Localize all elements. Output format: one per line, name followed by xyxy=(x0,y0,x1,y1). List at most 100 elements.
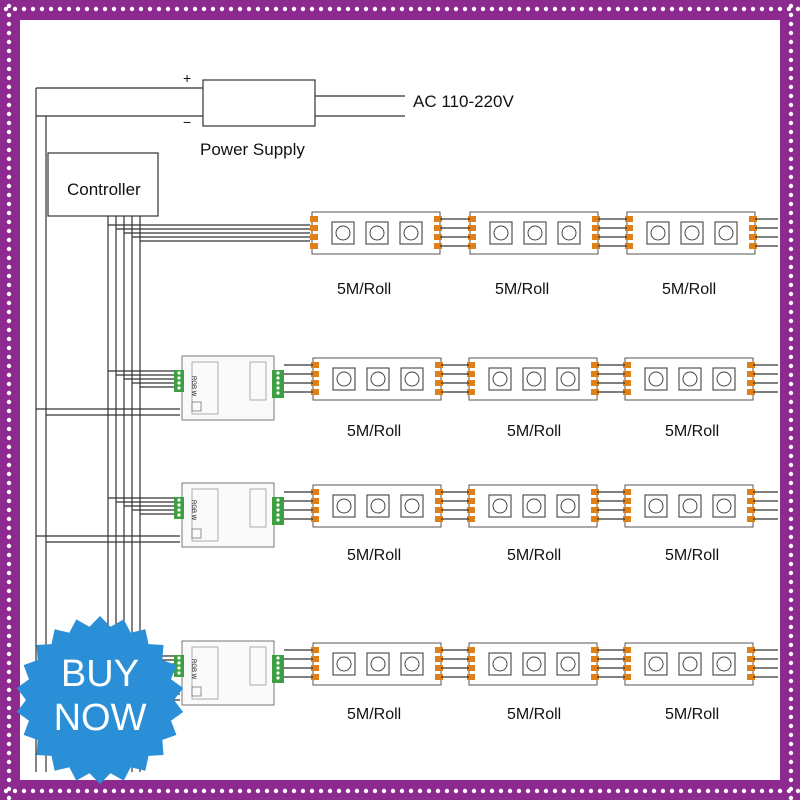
frame-dot xyxy=(6,534,12,540)
led-strip-7 xyxy=(311,484,443,528)
frame-dot xyxy=(788,570,794,576)
frame-dot xyxy=(489,788,495,794)
amplifier-3 xyxy=(181,640,275,706)
solder-pad xyxy=(623,665,631,671)
frame-dot xyxy=(408,6,414,12)
frame-dot xyxy=(788,642,794,648)
roll-label-r2-s2: 5M/Roll xyxy=(507,423,562,440)
frame-dot xyxy=(102,6,108,12)
solder-pad xyxy=(591,507,599,513)
frame-dot xyxy=(66,788,72,794)
frame-dot xyxy=(6,642,12,648)
frame-dot xyxy=(6,498,12,504)
frame-dot xyxy=(788,345,794,351)
minus-label: − xyxy=(183,114,192,130)
terminal-screw xyxy=(276,386,280,390)
frame-dot xyxy=(192,6,198,12)
frame-dot xyxy=(6,282,12,288)
amplifier-output-panel xyxy=(249,646,267,686)
roll-label-r3-s3: 5M/Roll xyxy=(665,547,720,564)
frame-dot xyxy=(788,624,794,630)
solder-pad xyxy=(435,380,443,386)
frame-dot xyxy=(6,354,12,360)
frame-dot xyxy=(6,435,12,441)
frame-dot xyxy=(282,6,288,12)
frame-dot xyxy=(788,768,794,774)
solder-pad xyxy=(747,489,755,495)
frame-dot xyxy=(336,788,342,794)
frame-dot xyxy=(120,788,126,794)
frame-dot xyxy=(525,788,531,794)
frame-dot xyxy=(6,93,12,99)
power-supply-label: Power Supply xyxy=(200,140,305,159)
frame-left xyxy=(0,0,20,800)
led-lens xyxy=(492,498,508,514)
frame-dot xyxy=(219,6,225,12)
frame-dot xyxy=(788,714,794,720)
frame-dot xyxy=(390,788,396,794)
frame-dot xyxy=(788,102,794,108)
terminal-screw xyxy=(177,513,181,517)
frame-dot xyxy=(6,66,12,72)
frame-dot xyxy=(6,129,12,135)
frame-dot xyxy=(788,300,794,306)
frame-dot xyxy=(788,534,794,540)
solder-pad xyxy=(592,243,600,249)
frame-dot xyxy=(788,723,794,729)
led-lens xyxy=(560,498,576,514)
frame-dot xyxy=(788,660,794,666)
frame-dot xyxy=(480,6,486,12)
frame-dot xyxy=(561,788,567,794)
frame-dot xyxy=(318,788,324,794)
frame-dot xyxy=(6,768,12,774)
frame-dot xyxy=(788,795,794,800)
frame-dot xyxy=(788,633,794,639)
frame-dot xyxy=(615,788,621,794)
solder-pad xyxy=(435,507,443,513)
terminal-screw xyxy=(177,376,181,380)
frame-dot xyxy=(788,12,794,18)
terminal-screw xyxy=(177,661,181,665)
frame-dot xyxy=(174,6,180,12)
frame-dot xyxy=(381,788,387,794)
buy-now-badge[interactable] xyxy=(14,614,186,786)
frame-dot xyxy=(165,6,171,12)
frame-dot xyxy=(788,147,794,153)
buy-now-text[interactable]: BUY NOW xyxy=(14,652,186,740)
frame-dot xyxy=(570,788,576,794)
terminal-screw xyxy=(177,666,181,670)
solder-pad xyxy=(311,507,319,513)
frame-dot xyxy=(6,723,12,729)
frame-dot xyxy=(183,788,189,794)
terminal-screw xyxy=(177,371,181,375)
solder-pad xyxy=(435,371,443,377)
frame-dot xyxy=(678,6,684,12)
solder-pad xyxy=(467,656,475,662)
frame-dot xyxy=(788,93,794,99)
frame-dot xyxy=(354,788,360,794)
solder-pad xyxy=(592,234,600,240)
frame-dot xyxy=(30,788,36,794)
frame-dot xyxy=(444,6,450,12)
frame-dot xyxy=(788,129,794,135)
frame-dot xyxy=(6,777,12,783)
frame-dot xyxy=(788,777,794,783)
frame-dot xyxy=(788,462,794,468)
solder-pad xyxy=(747,656,755,662)
frame-dot xyxy=(93,6,99,12)
frame-dot xyxy=(426,788,432,794)
frame-dot xyxy=(6,786,12,792)
frame-dot xyxy=(788,678,794,684)
solder-pad xyxy=(592,225,600,231)
terminal-screw xyxy=(276,376,280,380)
frame-dot xyxy=(579,788,585,794)
frame-dot xyxy=(6,174,12,180)
frame-dot xyxy=(788,498,794,504)
frame-dot xyxy=(48,788,54,794)
solder-pad xyxy=(623,656,631,662)
led-lens xyxy=(526,371,542,387)
frame-dot xyxy=(336,6,342,12)
led-strip-11 xyxy=(467,642,599,686)
ac-input-label: AC 110-220V xyxy=(413,92,514,111)
frame-dot xyxy=(660,6,666,12)
